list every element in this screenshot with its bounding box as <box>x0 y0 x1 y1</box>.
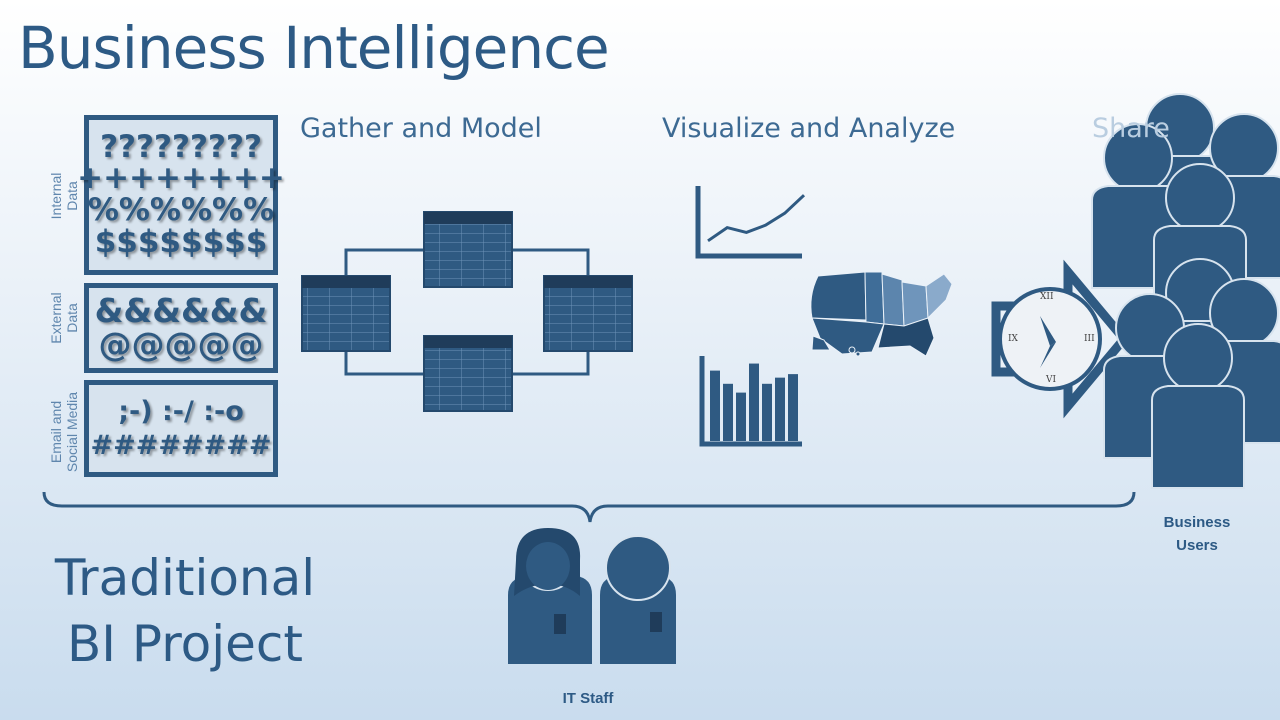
internal-data-line-4: $$$$$$$$ <box>94 223 268 260</box>
stage-share-label: Share <box>1092 113 1170 144</box>
table-icon-bottom <box>423 335 513 412</box>
it-staff-caption: IT Staff <box>562 690 614 707</box>
clock-numeral-vi: VI <box>1046 375 1057 385</box>
bar-chart-bar <box>775 377 785 441</box>
line-chart-icon <box>695 186 806 259</box>
curly-brace <box>42 491 1136 523</box>
table-icon-right <box>543 275 633 352</box>
line-chart-series <box>707 194 806 243</box>
bar-chart-bar <box>710 370 720 441</box>
traditional-bi-project-label: Traditional BI Project <box>54 549 316 673</box>
bar-chart-bar <box>736 392 746 441</box>
it-staff-icon <box>508 528 676 664</box>
clock-numeral-ix: IX <box>1008 334 1018 344</box>
bar-chart-icon <box>699 356 802 447</box>
social-media-data-box: ;-) :-/ :-o ######## <box>84 380 278 477</box>
model-connectors <box>344 248 590 376</box>
bar-chart-bar <box>723 383 733 441</box>
table-icon-top <box>423 211 513 288</box>
table-icon-left <box>301 275 391 352</box>
external-data-line-1: &&&&&& <box>94 291 268 331</box>
clock-numeral-xii: XII <box>1040 292 1054 302</box>
page-title: Business Intelligence <box>18 14 610 82</box>
internal-data-line-1: ????????? <box>100 128 262 165</box>
stage-gather-label: Gather and Model <box>300 113 542 144</box>
social-data-line-2: ######## <box>90 429 272 461</box>
clock-icon <box>998 287 1102 391</box>
it-staff-person-male <box>600 535 676 664</box>
internal-data-line-2: ++++++++ <box>77 160 285 197</box>
business-users-caption: Business Users <box>1163 514 1231 554</box>
bar-chart-bar <box>762 383 772 441</box>
stage-visualize-label: Visualize and Analyze <box>662 113 956 144</box>
internal-data-line-3: %%%%%% <box>87 192 275 228</box>
bar-chart-bar <box>788 374 798 441</box>
social-data-line-1: ;-) :-/ :-o <box>118 395 244 427</box>
external-data-line-2: @@@@@ <box>98 325 264 364</box>
bar-chart-bar <box>749 363 759 441</box>
it-staff-person-female <box>508 528 592 664</box>
internal-data-box: ????????? ++++++++ %%%%%% $$$$$$$$ <box>77 115 285 275</box>
us-map-icon <box>810 271 953 357</box>
external-data-box: &&&&&& @@@@@ <box>84 283 278 373</box>
clock-numeral-iii: III <box>1084 334 1095 344</box>
business-users-icon <box>1091 93 1280 489</box>
